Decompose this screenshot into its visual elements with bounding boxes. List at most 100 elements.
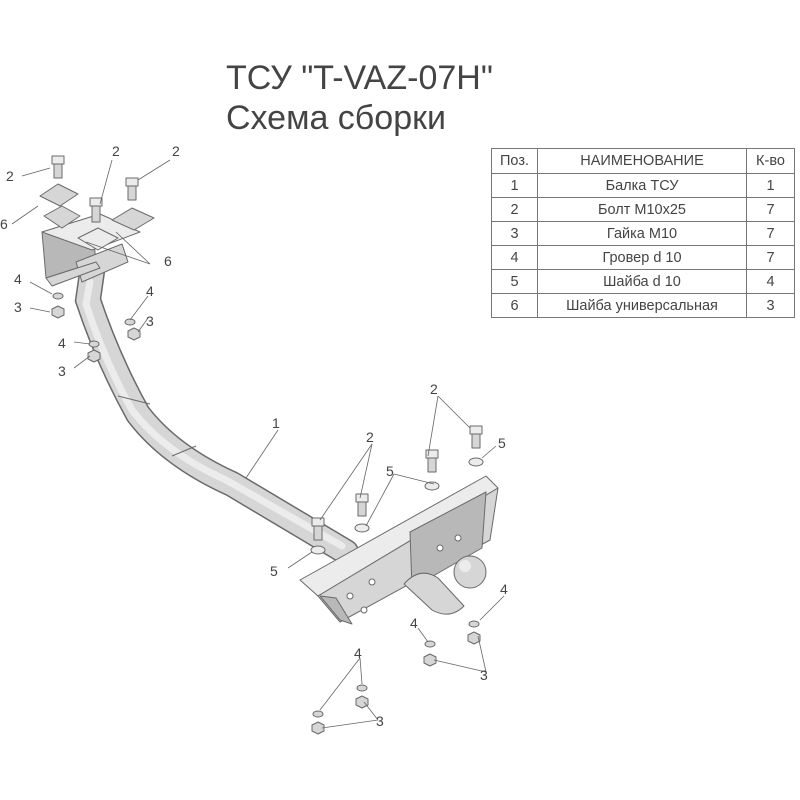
callout-number: 3 xyxy=(480,667,488,683)
leader-line xyxy=(11,205,39,225)
parts-layer xyxy=(39,155,499,735)
washer xyxy=(468,457,484,467)
table-row: 6 Шайба универсальная 3 xyxy=(491,293,795,318)
title-line-subtitle: Схема сборки xyxy=(226,99,446,137)
callout-number: 3 xyxy=(58,363,66,379)
mounting-hole xyxy=(346,592,354,600)
nut xyxy=(423,653,437,667)
leader-line xyxy=(137,317,149,333)
leader-line xyxy=(29,307,51,313)
drawing-title: ТСУ "T-VAZ-07H" Схема сборки xyxy=(226,58,493,138)
cell-position: 4 xyxy=(491,245,538,270)
spring-washer xyxy=(312,710,324,718)
leader-line xyxy=(21,167,51,177)
cell-name: Гровер d 10 xyxy=(537,245,747,270)
callout-number: 3 xyxy=(376,713,384,729)
callout-number: 2 xyxy=(6,168,14,184)
header-quantity: К-во xyxy=(746,148,795,174)
cell-name: Шайба универсальная xyxy=(537,293,747,318)
table-row: 5 Шайба d 10 4 xyxy=(491,269,795,294)
cell-quantity: 7 xyxy=(746,245,795,270)
nut xyxy=(51,305,65,319)
beam-weld-seam xyxy=(171,445,197,457)
leader-line xyxy=(319,657,361,711)
leader-line xyxy=(427,395,439,457)
nut xyxy=(127,327,141,341)
nut xyxy=(355,695,369,709)
cell-quantity: 4 xyxy=(746,269,795,294)
spring-washer xyxy=(356,684,368,692)
callout-number: 2 xyxy=(112,143,120,159)
universal-washer xyxy=(77,227,119,251)
callout-number: 4 xyxy=(58,335,66,351)
spring-washer xyxy=(124,318,136,326)
hitch-plate-side xyxy=(409,491,487,589)
title-line-model: ТСУ "T-VAZ-07H" xyxy=(226,59,493,97)
cell-position: 5 xyxy=(491,269,538,294)
spring-washer xyxy=(52,292,64,300)
nut xyxy=(87,349,101,363)
nut xyxy=(467,631,481,645)
leader-line xyxy=(359,657,363,685)
callout-number: 5 xyxy=(386,463,394,479)
washer xyxy=(354,523,370,533)
washer xyxy=(310,545,326,555)
parts-table-header: Поз. НАИМЕНОВАНИЕ К-во xyxy=(491,148,795,174)
leader-line xyxy=(393,473,435,485)
table-row: 1 Балка ТСУ 1 xyxy=(491,173,795,198)
tow-ball-highlight xyxy=(459,560,471,572)
callout-number: 2 xyxy=(366,429,374,445)
spring-washer xyxy=(468,620,480,628)
mounting-hole xyxy=(454,534,462,542)
leader-line xyxy=(137,159,171,181)
mounting-hole xyxy=(436,544,444,552)
spring-washer xyxy=(424,640,436,648)
leader-line xyxy=(85,241,151,265)
leader-line xyxy=(417,627,429,643)
leader-line xyxy=(365,473,395,527)
cell-quantity: 7 xyxy=(746,197,795,222)
universal-washer xyxy=(111,207,155,231)
callout-number: 6 xyxy=(164,253,172,269)
parts-table: Поз. НАИМЕНОВАНИЕ К-во 1 Балка ТСУ 1 2 Б… xyxy=(491,148,795,318)
leader-line xyxy=(73,341,91,345)
leader-line xyxy=(437,395,471,429)
leader-line xyxy=(99,159,113,205)
beam-tube-highlight xyxy=(82,278,346,550)
bolt-head xyxy=(89,197,103,207)
universal-washer xyxy=(43,205,81,229)
leader-line xyxy=(359,443,373,499)
bolt-head xyxy=(355,493,369,503)
leader-line xyxy=(29,281,53,295)
leader-line xyxy=(363,701,379,721)
leader-line xyxy=(73,355,91,369)
callout-number: 2 xyxy=(430,381,438,397)
cell-quantity: 3 xyxy=(746,293,795,318)
cell-position: 6 xyxy=(491,293,538,318)
tow-ball-neck xyxy=(403,572,465,615)
leader-line xyxy=(481,445,497,459)
callout-number: 5 xyxy=(270,563,278,579)
callout-number: 3 xyxy=(14,299,22,315)
cell-quantity: 1 xyxy=(746,173,795,198)
leader-line xyxy=(115,231,151,265)
leader-line xyxy=(477,635,487,673)
bolt xyxy=(91,203,101,223)
washer xyxy=(424,481,440,491)
callout-number: 4 xyxy=(14,271,22,287)
callout-number: 1 xyxy=(272,415,280,431)
bolt-head xyxy=(125,177,139,187)
leader-lines xyxy=(11,159,505,729)
leader-line xyxy=(245,429,279,479)
callout-number: 4 xyxy=(146,283,154,299)
leader-line xyxy=(433,659,487,673)
table-row: 4 Гровер d 10 7 xyxy=(491,245,795,270)
bolt-head xyxy=(51,155,65,165)
nut xyxy=(311,721,325,735)
beam-tube xyxy=(76,260,358,564)
callout-number: 2 xyxy=(172,143,180,159)
hitch-plate-edge xyxy=(319,595,353,625)
tow-ball xyxy=(453,555,487,589)
